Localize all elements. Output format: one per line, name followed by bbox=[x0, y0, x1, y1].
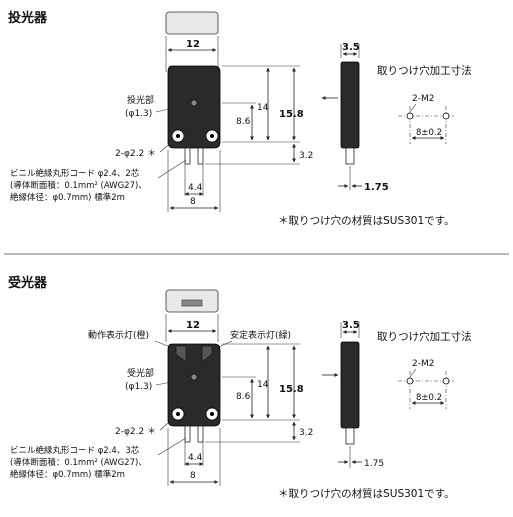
emitter-dim-3-2: 3.2 bbox=[299, 151, 313, 161]
emitter-side-view bbox=[340, 61, 360, 149]
receiver-mount-pitch: 8±0.2 bbox=[416, 393, 442, 403]
emitter-lens bbox=[190, 99, 198, 107]
receiver-side-view bbox=[340, 341, 360, 429]
receiver-op-lamp-label: 動作表示灯(橙) bbox=[88, 329, 149, 341]
receiver-dim-3-5: 3.5 bbox=[342, 320, 360, 331]
receiver-dim-1-75: 1.75 bbox=[364, 459, 384, 469]
receiver-dim-4-4: 4.4 bbox=[188, 453, 203, 463]
emitter-dim-1-75: 1.75 bbox=[364, 182, 389, 193]
receiver-stable-lamp-label: 安定表示灯(緑) bbox=[230, 329, 291, 341]
receiver-cable-line3: 絶縁体径：φ0.7mm) 標準2m bbox=[10, 469, 125, 480]
emitter-lens-label: 投光部 bbox=[127, 94, 154, 106]
receiver-lens-dia: (φ1.3) bbox=[125, 382, 152, 392]
emitter-top-view bbox=[165, 11, 219, 35]
emitter-mount-hole-right bbox=[442, 112, 450, 120]
receiver-dim-14: 14 bbox=[257, 380, 269, 390]
emitter-mount-pitch: 8±0.2 bbox=[416, 128, 442, 138]
receiver-dim-8: 8 bbox=[190, 471, 196, 481]
receiver-cable-line2: (導体断面積：0.1mm² (AWG27)、 bbox=[10, 457, 147, 468]
emitter-cable-line2: (導体断面積：0.1mm² (AWG27)、 bbox=[10, 180, 147, 191]
emitter-dim-8-6: 8.6 bbox=[236, 117, 251, 127]
emitter-side-pins bbox=[345, 147, 355, 165]
receiver-pin-left bbox=[184, 425, 191, 443]
emitter-dim-14: 14 bbox=[257, 103, 269, 113]
receiver-section: 受光器 12 動作表示灯(橙) 安定表示灯(緑) 受光部 (φ1.3) 2-φ2… bbox=[8, 275, 472, 500]
emitter-mount-thread: 2-M2 bbox=[412, 94, 434, 104]
receiver-dim-15-8: 15.8 bbox=[279, 384, 304, 395]
emitter-mount-hole-left bbox=[406, 112, 414, 120]
receiver-mount-title: 取りつけ穴加工寸法 bbox=[377, 330, 472, 343]
receiver-hole-label: 2-φ2.2 ＊ bbox=[115, 427, 156, 437]
emitter-front-body bbox=[167, 65, 221, 149]
emitter-section: 投光器 12 投光部 (φ1.3) 2-φ2.2 ＊ 8.6 bbox=[8, 10, 472, 227]
emitter-cable-line1: ビニル絶縁丸形コード φ2.4、2芯 bbox=[10, 168, 140, 179]
emitter-lens-dia: (φ1.3) bbox=[125, 109, 152, 119]
emitter-dim-12: 12 bbox=[186, 39, 200, 50]
emitter-dim-15-8: 15.8 bbox=[279, 109, 304, 120]
emitter-title: 投光器 bbox=[8, 10, 48, 26]
receiver-mount-hole-left bbox=[406, 377, 414, 385]
receiver-front-body bbox=[167, 343, 221, 427]
emitter-dim-3-5: 3.5 bbox=[342, 42, 360, 53]
receiver-pin-right bbox=[197, 425, 204, 443]
emitter-dim-8: 8 bbox=[190, 197, 196, 207]
emitter-cable-line3: 絶縁体径：φ0.7mm) 標準2m bbox=[10, 192, 125, 203]
emitter-mount-title: 取りつけ穴加工寸法 bbox=[377, 64, 472, 77]
receiver-cable-line1: ビニル絶縁丸形コード φ2.4、3芯 bbox=[10, 445, 140, 456]
receiver-dim-3-2: 3.2 bbox=[299, 428, 313, 438]
receiver-note: ＊取りつけ穴の材質はSUS301です。 bbox=[278, 487, 455, 500]
receiver-lens bbox=[190, 373, 198, 381]
receiver-mount-hole-right bbox=[442, 377, 450, 385]
emitter-pin-left bbox=[184, 147, 191, 165]
receiver-dim-12: 12 bbox=[186, 320, 200, 331]
emitter-note: ＊取りつけ穴の材質はSUS301です。 bbox=[278, 214, 455, 227]
receiver-mount-thread: 2-M2 bbox=[412, 359, 434, 369]
receiver-title: 受光器 bbox=[8, 275, 48, 291]
emitter-hole-label: 2-φ2.2 ＊ bbox=[115, 149, 156, 159]
emitter-pin-right bbox=[197, 147, 204, 165]
receiver-dim-8-6: 8.6 bbox=[236, 392, 251, 402]
receiver-side-pins bbox=[345, 427, 355, 445]
emitter-dim-4-4: 4.4 bbox=[188, 183, 203, 193]
receiver-lens-label: 受光部 bbox=[127, 367, 154, 379]
